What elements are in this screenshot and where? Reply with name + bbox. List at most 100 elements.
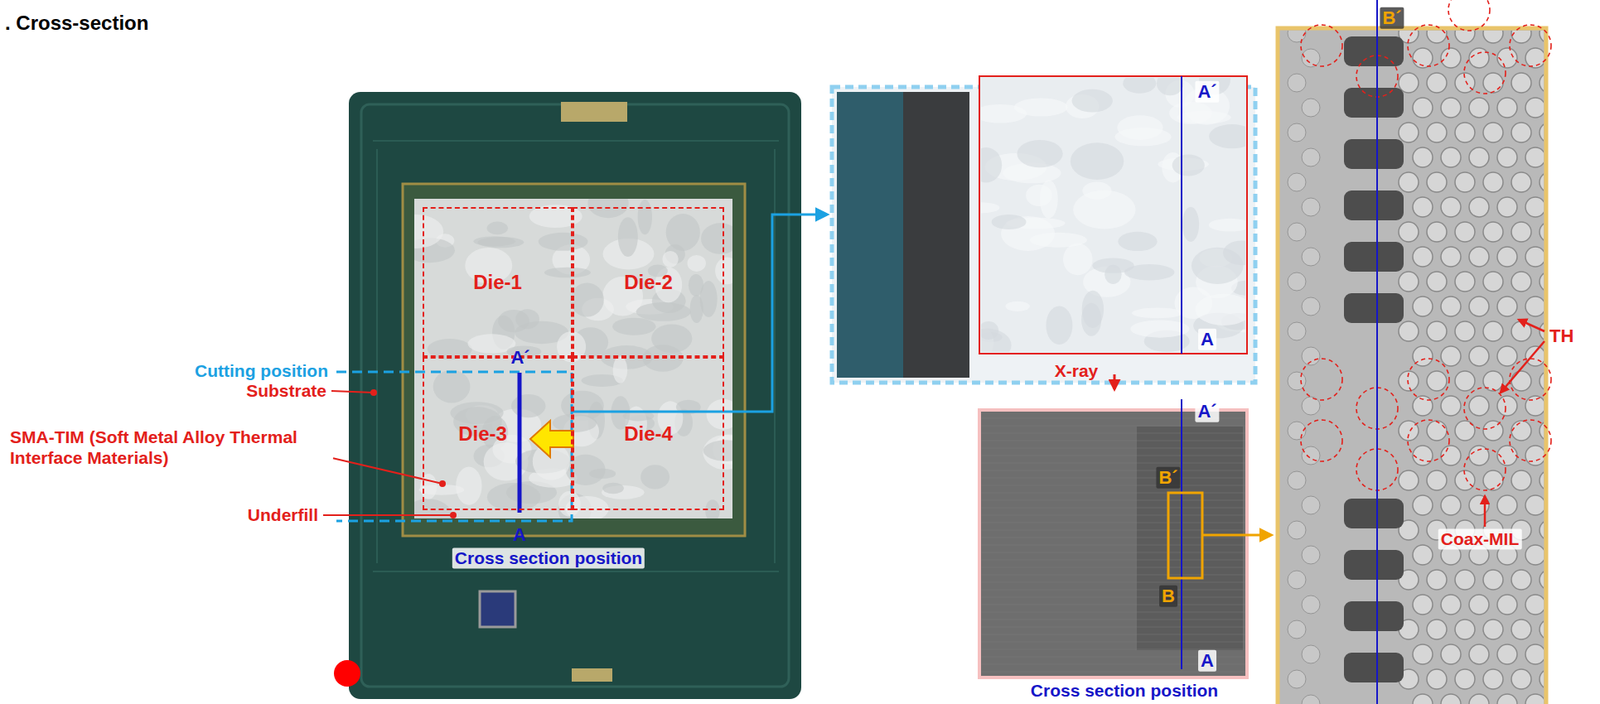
leader-dot (439, 480, 446, 488)
via-pad (1426, 222, 1447, 242)
title-wrap: . Cross-section (4, 11, 149, 36)
via-pad (1426, 669, 1447, 690)
pin1-dot (333, 660, 361, 687)
section-texture-line (981, 567, 1246, 569)
xray-blob (1117, 232, 1157, 252)
via-pad (1412, 246, 1433, 267)
via-pad (1454, 222, 1475, 242)
via-marker (1300, 358, 1343, 401)
bump-column (1343, 36, 1404, 67)
cutting-line (336, 372, 572, 522)
leader-arrow (1518, 319, 1545, 332)
sma-tim-area (414, 198, 733, 519)
via-pad (1511, 30, 1532, 44)
via-pad (1497, 296, 1518, 317)
xray-blob (1172, 154, 1205, 177)
page-title: . Cross-section (4, 11, 149, 36)
label-wrap: A´ (1194, 81, 1219, 103)
xray-blob (1156, 77, 1185, 96)
bump-column (1343, 550, 1404, 581)
via-pad (1539, 470, 1544, 491)
via-marker (1407, 420, 1450, 462)
via-pad (1440, 296, 1461, 317)
connector-pad (560, 101, 628, 122)
tim-blob (589, 468, 616, 479)
xray-blob (981, 321, 999, 340)
via-pad (1287, 521, 1306, 540)
part-label: A (512, 524, 527, 547)
via-pad (1469, 296, 1489, 317)
xray-blob (981, 202, 1000, 213)
via-pad (1539, 72, 1544, 93)
tim-blob (414, 214, 444, 249)
part-label: Coax-MIL (1438, 528, 1523, 550)
section-texture-line (981, 470, 1246, 472)
bump-column (1343, 652, 1404, 683)
section-texture-line (981, 478, 1246, 479)
via-pad (1440, 246, 1461, 267)
part-label: B (1159, 585, 1178, 608)
via-pad (1469, 246, 1489, 267)
tim-blob (511, 394, 546, 418)
via-pad (1497, 694, 1518, 704)
via-pad (1440, 594, 1461, 615)
via-pad (1525, 445, 1544, 466)
substrate-traces (372, 140, 779, 572)
section-texture-line (981, 440, 1246, 442)
leader-line (323, 514, 454, 517)
via-pad (1301, 297, 1320, 316)
via-pad (1483, 570, 1504, 590)
via-pad (1398, 122, 1419, 143)
bump-column (1343, 190, 1404, 221)
via-pad (1301, 148, 1320, 167)
label-wrap: A´ (1194, 401, 1219, 423)
section-texture-line (981, 619, 1246, 621)
xray-blob (1131, 308, 1184, 320)
via-pad (1287, 123, 1306, 142)
via-pad (1412, 296, 1433, 317)
xray-blob (1208, 218, 1246, 233)
via-pad (1398, 470, 1419, 491)
leaders (323, 389, 457, 519)
via-pad (1454, 172, 1475, 193)
via-marker (1464, 449, 1506, 491)
via-pad (1497, 495, 1518, 516)
section-detail-image (1277, 28, 1547, 704)
via-pad (1497, 644, 1518, 665)
via-marker (1300, 24, 1343, 67)
via-pad (1469, 694, 1489, 704)
via-pad (1469, 147, 1489, 168)
xray-blob (1191, 247, 1244, 285)
via-pad (1301, 396, 1320, 416)
part-label: B´ (1155, 467, 1180, 489)
via-pad (1511, 371, 1532, 392)
tim-blob (544, 267, 591, 279)
via-pad (1454, 271, 1475, 292)
tim-blob (433, 370, 471, 404)
via-pad (1469, 495, 1489, 516)
via-pad (1469, 197, 1489, 218)
die-label: Die-4 (623, 422, 673, 446)
via-pad (1511, 222, 1532, 242)
part-label: A (1198, 328, 1217, 351)
tim-blob (706, 399, 733, 431)
via-pad (1539, 30, 1544, 44)
section-texture-line (981, 530, 1246, 532)
section-texture-line (981, 552, 1246, 554)
via-pad (1483, 669, 1504, 690)
via-pad (1287, 30, 1306, 43)
via-pad (1497, 197, 1518, 218)
xray-arrow (1113, 374, 1117, 390)
tim-blob (612, 318, 656, 336)
tim-blob (686, 255, 706, 272)
via-pad (1426, 371, 1447, 392)
section-texture-line (981, 433, 1246, 435)
die-region: Die-4 (572, 357, 725, 511)
via-pad (1525, 197, 1544, 218)
via-pad (1525, 644, 1544, 665)
leader-dot (449, 512, 457, 519)
via-pad (1525, 48, 1544, 68)
via-pad (1469, 48, 1489, 68)
tim-blob (640, 464, 670, 489)
section-line (517, 372, 523, 513)
